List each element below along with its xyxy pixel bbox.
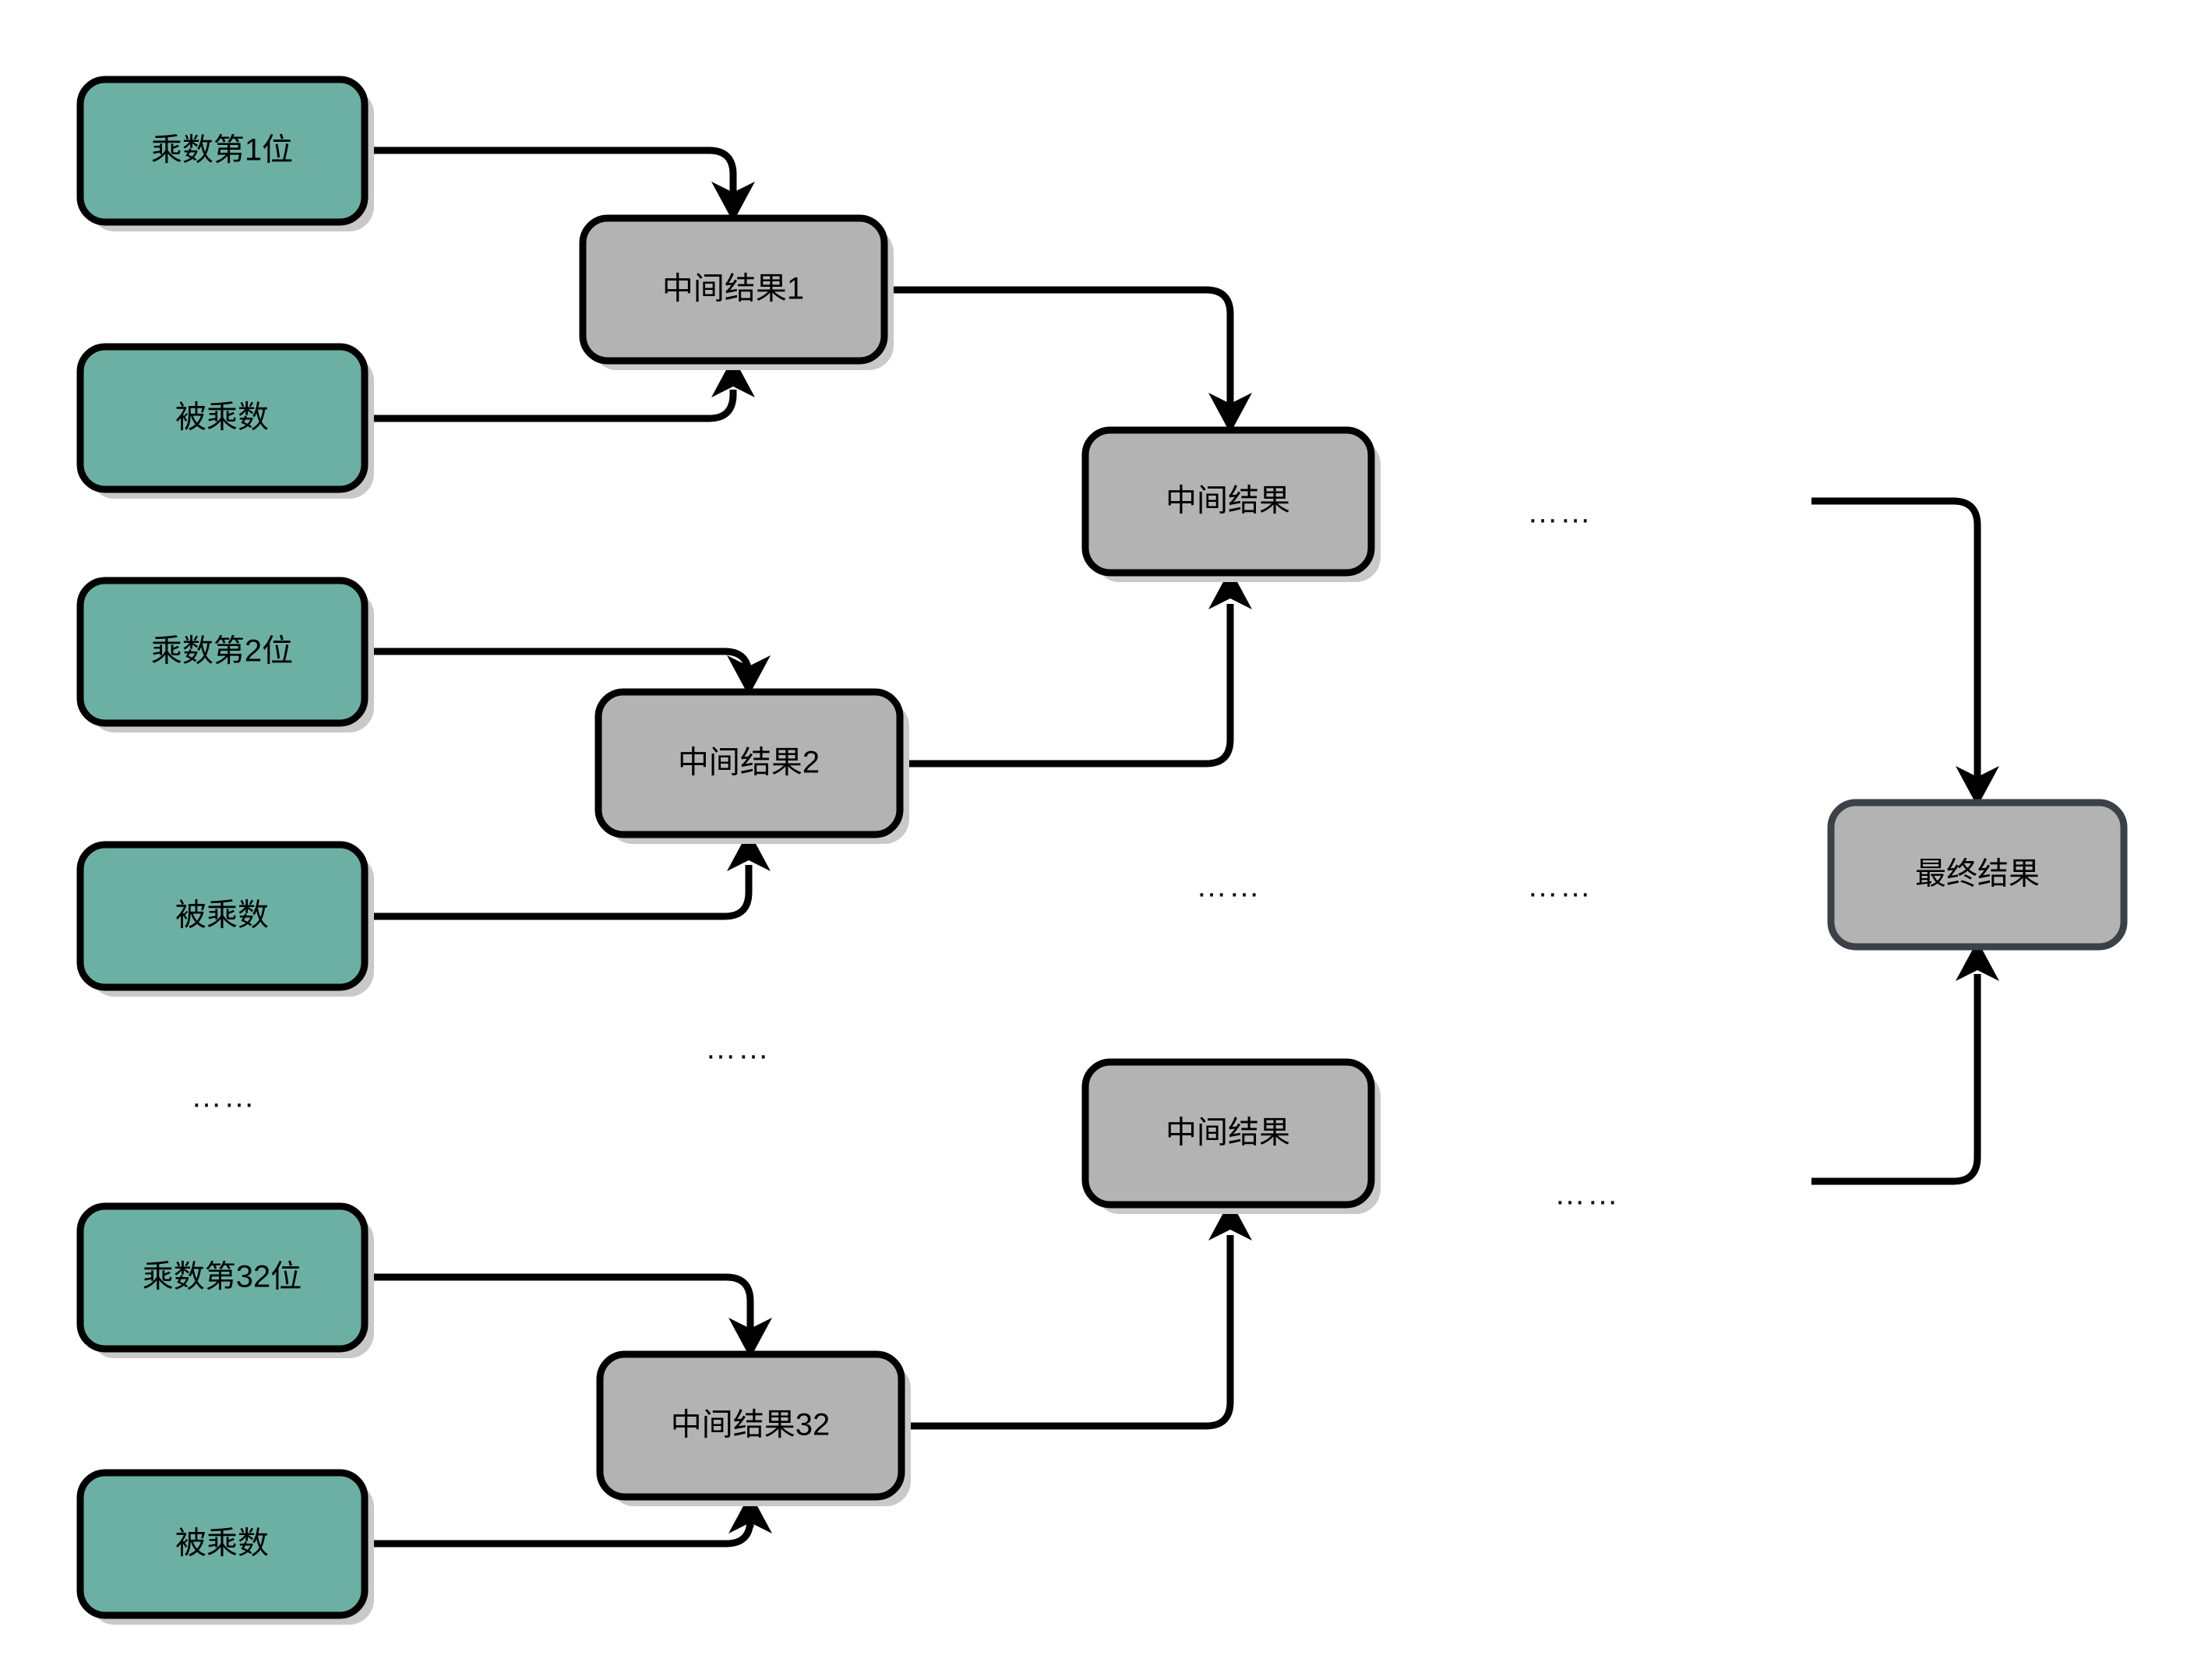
node-mul-bit-1[interactable]: 乘数第1位	[76, 76, 374, 231]
arrowhead-bit2-to-partial2	[727, 655, 771, 696]
edge-lowerstream-to-final	[1811, 974, 1981, 1185]
arrowhead-bit32-to-partial32	[728, 1318, 772, 1358]
node-sum-lower[interactable]: 中间结果	[1081, 1058, 1381, 1214]
edge-bit32-to-partial32	[365, 1273, 754, 1331]
edge-partial1-to-sumupper	[884, 286, 1234, 405]
ellipsis-between-rows: ……	[1196, 870, 1261, 904]
node-sum-upper[interactable]: 中间结果	[1081, 426, 1381, 582]
ellipsis-lower-right: ……	[1554, 1177, 1620, 1212]
ellipsis-layer: …… …… …… …… …… ……	[191, 496, 1620, 1212]
ellipsis-far-left: ……	[191, 1080, 256, 1114]
node-multiplicand-32[interactable]: 被乘数	[76, 1469, 374, 1625]
arrowhead-lowerstream-to-final	[1956, 941, 1999, 981]
node-partial-result-32[interactable]: 中间结果32	[596, 1350, 911, 1506]
ellipsis-mid-right: ……	[1527, 870, 1593, 904]
node-body[interactable]	[596, 1350, 905, 1501]
edge-partial32-to-sumlower	[901, 1235, 1234, 1430]
node-multiplicand-2[interactable]: 被乘数	[76, 841, 374, 997]
node-body[interactable]	[76, 577, 369, 727]
arrowhead-partial32-to-sumlower	[1208, 1200, 1252, 1241]
arrowhead-bit1-to-partial1	[711, 182, 755, 222]
node-body[interactable]	[1827, 799, 2128, 951]
node-mul-bit-2[interactable]: 乘数第2位	[76, 577, 374, 732]
edge-upperstream-to-final	[1811, 497, 1981, 779]
arrowhead-mcand1-to-partial1	[711, 357, 755, 397]
edge-bit1-to-partial1	[365, 146, 737, 193]
edge-mcand1-to-partial1	[365, 390, 737, 422]
node-body[interactable]	[1081, 1058, 1375, 1209]
node-body[interactable]	[76, 841, 369, 991]
node-body[interactable]	[1081, 426, 1375, 577]
node-final-result[interactable]: 最终结果	[1827, 799, 2128, 951]
node-body[interactable]	[579, 214, 888, 365]
arrowhead-mcand2-to-partial2	[727, 831, 771, 871]
arrowhead-partial1-to-sumupper	[1208, 393, 1252, 433]
node-multiplicand-1[interactable]: 被乘数	[76, 343, 374, 499]
edge-bit2-to-partial2	[365, 648, 753, 679]
arrowhead-mcand32-to-partial32	[728, 1493, 772, 1534]
node-body[interactable]	[76, 343, 369, 493]
arrowhead-partial2-to-sumupper	[1208, 569, 1252, 609]
edge-layer	[365, 146, 1999, 1548]
node-body[interactable]	[594, 688, 904, 838]
node-partial-result-1[interactable]: 中间结果1	[579, 214, 894, 370]
arrowhead-upperstream-to-final	[1956, 766, 1999, 806]
edge-mcand2-to-partial2	[365, 865, 753, 920]
node-body[interactable]	[76, 76, 369, 226]
node-partial-result-2[interactable]: 中间结果2	[594, 688, 909, 844]
edge-partial2-to-sumupper	[900, 604, 1234, 768]
edge-mcand32-to-partial32	[365, 1516, 754, 1548]
ellipsis-right-of-sum-upper: ……	[1527, 496, 1593, 530]
node-body[interactable]	[76, 1202, 369, 1353]
ellipsis-column-left: ……	[705, 1032, 771, 1066]
node-body[interactable]	[76, 1469, 369, 1619]
node-mul-bit-32[interactable]: 乘数第32位	[76, 1202, 374, 1358]
